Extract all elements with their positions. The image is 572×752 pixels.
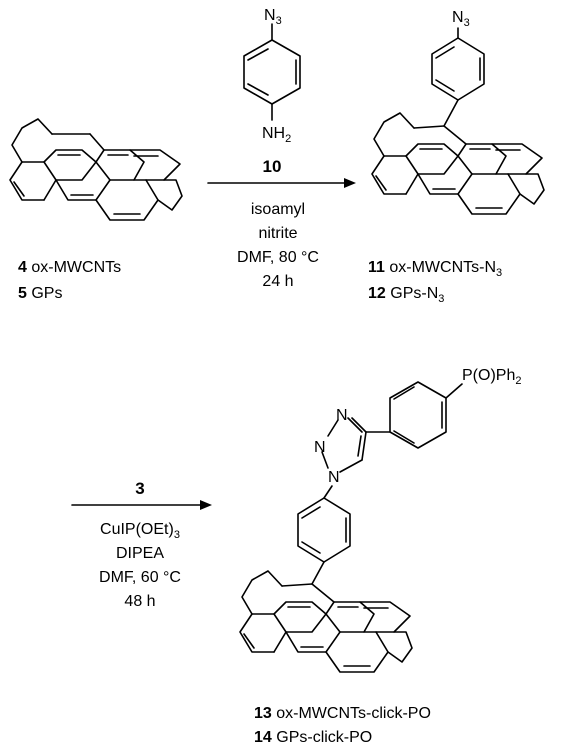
- bond: [435, 46, 455, 59]
- product-13-structure: P(O)Ph2 N N N: [239, 367, 521, 673]
- azide-label: N3: [452, 9, 470, 29]
- ring-edge: [443, 125, 467, 157]
- bond: [347, 417, 363, 433]
- benzene-ring: [243, 39, 301, 105]
- azide-label: N3: [264, 7, 282, 27]
- product-11-structure: N3: [371, 9, 545, 215]
- reaction-2-conditions: CuIP(OEt)3 DIPEA DMF, 60 °C 48 h: [99, 521, 181, 610]
- bond: [393, 430, 415, 444]
- ring-edge: [129, 149, 181, 181]
- bond: [13, 181, 25, 197]
- bond: [393, 386, 415, 400]
- ring-edge: [21, 161, 57, 201]
- bond: [247, 48, 269, 61]
- product-13-14-labels: 13 ox-MWCNTs-click-PO 14 GPs-click-PO: [254, 705, 431, 746]
- reaction-arrow-1: [207, 178, 356, 188]
- bond: [301, 541, 321, 554]
- benzene-ring: [431, 37, 485, 101]
- ring-edge: [55, 179, 111, 201]
- bond: [327, 419, 339, 437]
- bond: [413, 125, 445, 129]
- arrow-head: [344, 178, 356, 188]
- compound-label-4: 4 ox-MWCNTs: [18, 259, 121, 276]
- benzene-ring: [297, 497, 351, 563]
- ring-edge: [239, 613, 275, 653]
- reagent-10-structure: N3 NH2 10: [243, 7, 301, 176]
- bond: [375, 175, 387, 191]
- ring-edge: [95, 179, 159, 221]
- bond: [301, 506, 321, 519]
- triazole-ring: [351, 417, 367, 433]
- ring-edge: [285, 631, 341, 653]
- bond: [361, 431, 367, 461]
- solvent-label: DMF, 60 °C: [99, 569, 181, 586]
- ring-edge: [325, 631, 389, 673]
- ring-edge: [251, 613, 287, 653]
- ring-edge: [519, 173, 545, 205]
- condition-line: DMF, 80 °C: [237, 249, 319, 266]
- ring-edge: [457, 173, 521, 215]
- condition-line: 24 h: [262, 273, 293, 290]
- bond: [323, 485, 333, 499]
- starting-material-labels: 4 ox-MWCNTs 5 GPs: [18, 259, 121, 302]
- ring-edge: [311, 583, 335, 615]
- starting-material-structure: [9, 118, 183, 221]
- bond: [247, 83, 269, 96]
- ring-edge: [241, 570, 283, 615]
- ring-edge: [383, 155, 419, 195]
- bond: [321, 451, 329, 469]
- ring-edge: [405, 143, 459, 175]
- reagent-number-3: 3: [135, 479, 144, 498]
- bond: [443, 99, 459, 127]
- triazole-n2: N: [314, 439, 326, 456]
- amine-label: NH2: [262, 125, 291, 145]
- ring-edge: [273, 601, 327, 633]
- base-label: DIPEA: [116, 545, 164, 562]
- triazole-n3: N: [336, 407, 348, 424]
- ring-edge: [417, 173, 473, 195]
- catalyst-label: CuIP(OEt)3: [100, 521, 180, 541]
- benzene-ring: [389, 381, 447, 449]
- ring-edge: [11, 118, 53, 163]
- bond: [357, 435, 362, 457]
- condition-line: nitrite: [258, 225, 297, 242]
- compound-label-11: 11 ox-MWCNTs-N3: [368, 259, 502, 279]
- ring-edge: [371, 155, 407, 195]
- compound-label-12: 12 GPs-N3: [368, 285, 444, 305]
- bond: [243, 633, 255, 649]
- bond: [311, 561, 325, 585]
- ring-edge: [9, 161, 45, 201]
- bond: [445, 383, 463, 399]
- arrow-head: [200, 500, 212, 510]
- phosphine-oxide-label: P(O)Ph2: [462, 367, 521, 387]
- ring-edge: [325, 601, 375, 633]
- ring-edge: [43, 149, 97, 181]
- compound-label-5: 5 GPs: [18, 285, 62, 302]
- reagent-number-10: 10: [263, 157, 282, 176]
- time-label: 48 h: [124, 593, 155, 610]
- product-11-12-labels: 11 ox-MWCNTs-N3 12 GPs-N3: [368, 259, 502, 305]
- compound-label-13: 13 ox-MWCNTs-click-PO: [254, 705, 431, 722]
- ring-edge: [157, 179, 183, 211]
- triazole-n1: N: [328, 469, 340, 486]
- reaction-1-conditions: isoamyl nitrite DMF, 80 °C 24 h: [237, 201, 319, 290]
- reaction-arrow-2: [71, 500, 212, 510]
- compound-label-14: 14 GPs-click-PO: [254, 729, 372, 746]
- ring-edge: [95, 149, 145, 181]
- ring-edge: [387, 631, 413, 663]
- ring-edge: [359, 601, 411, 633]
- bond: [339, 459, 363, 473]
- ring-edge: [373, 112, 415, 157]
- ring-edge: [457, 143, 507, 175]
- ring-edge: [491, 143, 543, 175]
- condition-line: isoamyl: [251, 201, 305, 218]
- bond: [281, 583, 313, 587]
- bond: [435, 79, 455, 92]
